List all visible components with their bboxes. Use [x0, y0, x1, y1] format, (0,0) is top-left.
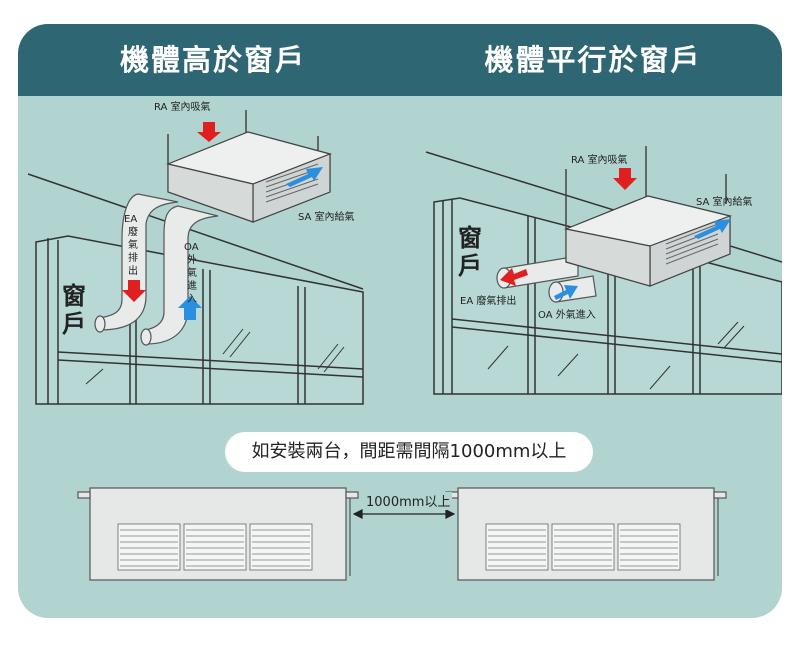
left-sa-arrow: [286, 167, 323, 187]
right-sa-arrow: [694, 219, 731, 239]
left-ea-char-4: 出: [128, 264, 138, 277]
left-window-label: 窗 戶: [62, 282, 94, 338]
left-ra-label: RA 室內吸氣: [154, 100, 211, 113]
spacing-dimension: [352, 509, 456, 519]
right-ra-arrow: [613, 168, 637, 190]
right-window-label: 窗 戶: [458, 224, 490, 280]
left-ea-label: EA 廢 氣 排 出: [124, 214, 141, 277]
bottom-units: 1000mm以上: [77, 487, 727, 581]
left-oa-char-4: 入: [187, 294, 197, 305]
spacing-note: 如安裝兩台，間距需間隔1000mm以上: [225, 432, 593, 472]
right-diagram: RA 室內吸氣 SA 室內給氣 EA 廢氣排出 OA 外氣進入 窗 戶: [425, 146, 782, 395]
left-oa-char-3: 進: [187, 280, 197, 292]
left-ea-arrow: [122, 280, 146, 302]
unit-one: [77, 487, 359, 581]
right-oa-label: OA 外氣進入: [538, 308, 596, 321]
left-ceiling-line: [27, 173, 364, 290]
right-window: [433, 197, 782, 395]
left-ra-arrow: [197, 122, 221, 142]
right-sa-label: SA 室內給氣: [696, 195, 753, 208]
right-window-char-0: 窗: [458, 224, 482, 252]
left-ea-char-0: EA: [124, 214, 137, 225]
diagram-canvas: RA 室內吸氣 SA 室內給氣 EA 廢 氣 排 出 OA 外 氣 進 入 窗 …: [27, 100, 782, 581]
right-oa-arrow: [554, 285, 578, 300]
installation-card: 機體高於窗戶 機體平行於窗戶: [18, 24, 782, 618]
left-window-char-0: 窗: [62, 282, 86, 310]
right-ea-arrow: [500, 268, 528, 286]
spacing-label-bg: [364, 492, 452, 510]
left-ea-char-1: 廢: [128, 225, 138, 238]
left-title: 機體高於窗戶: [119, 43, 306, 77]
right-ra-label: RA 室內吸氣: [571, 153, 628, 166]
left-window-char-1: 戶: [62, 310, 86, 338]
title-bar: 機體高於窗戶 機體平行於窗戶: [18, 24, 782, 96]
spacing-label: 1000mm以上: [366, 495, 450, 510]
left-oa-label: OA 外 氣 進 入: [184, 242, 202, 305]
right-window-char-1: 戶: [458, 252, 482, 280]
left-oa-char-0: OA: [184, 242, 199, 253]
left-ea-char-3: 排: [128, 251, 138, 264]
left-window: [35, 235, 364, 405]
left-oa-char-2: 氣: [187, 266, 197, 279]
left-oa-char-1: 外: [187, 254, 197, 266]
left-ducts: [94, 193, 219, 346]
right-ea-label: EA 廢氣排出: [460, 294, 516, 307]
left-sa-label: SA 室內給氣: [298, 210, 355, 223]
left-ea-char-2: 氣: [128, 238, 138, 251]
left-oa-arrow: [178, 296, 202, 320]
right-title: 機體平行於窗戶: [484, 43, 702, 77]
left-diagram: RA 室內吸氣 SA 室內給氣 EA 廢 氣 排 出 OA 外 氣 進 入 窗 …: [27, 100, 364, 405]
unit-two: [445, 487, 727, 581]
right-hanging-rods: [565, 146, 727, 229]
